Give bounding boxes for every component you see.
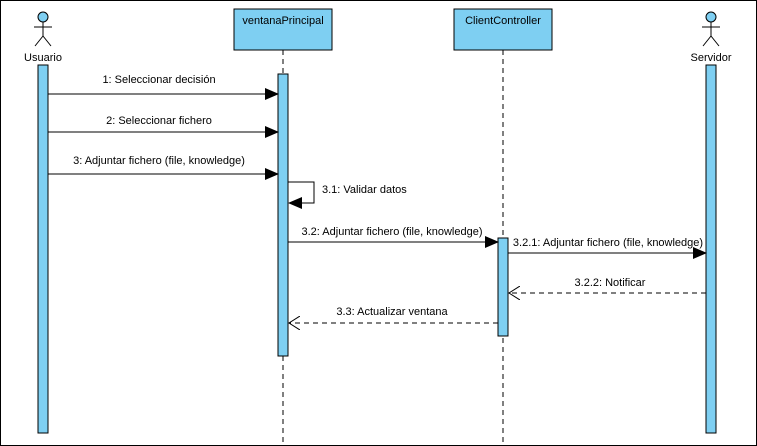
message-label: 3.2.2: Notificar (575, 277, 646, 289)
message-label: 1: Seleccionar decisión (102, 74, 215, 86)
activation-bar-ventana-principal (277, 73, 289, 357)
object-ventana-principal: ventanaPrincipal (233, 8, 333, 51)
message-3-2-2: 3.2.2: Notificar (509, 277, 706, 293)
activation-bar-servidor (705, 64, 717, 434)
message-label: 3.2: Adjuntar fichero (file, knowledge) (302, 226, 483, 238)
message-3-1: 3.1: Validar datos (288, 181, 407, 209)
stick-figure-icon (34, 11, 52, 47)
object-label-client-controller: ClientController (465, 15, 541, 27)
message-3-2-1: 3.2.1: Adjuntar fichero (file, knowledge… (508, 237, 707, 259)
message-3-2: 3.2: Adjuntar fichero (file, knowledge) (288, 226, 499, 248)
message-label: 3.1: Validar datos (322, 184, 407, 196)
message-1: 1: Seleccionar decisión (48, 74, 279, 100)
message-label: 2: Seleccionar fichero (106, 115, 212, 127)
message-label: 3.2.1: Adjuntar fichero (file, knowledge… (513, 237, 703, 249)
actor-label-servidor: Servidor (691, 52, 732, 64)
message-3: 3: Adjuntar fichero (file, knowledge) (48, 155, 279, 180)
actor-servidor: Servidor (691, 11, 732, 64)
message-3-3: 3.3: Actualizar ventana (289, 306, 498, 323)
object-label-ventana-principal: ventanaPrincipal (242, 15, 323, 27)
activation-bar-client-controller (497, 237, 509, 337)
message-label: 3.3: Actualizar ventana (336, 306, 448, 318)
object-client-controller: ClientController (453, 8, 553, 51)
stick-figure-icon (702, 11, 720, 47)
activation-bar-usuario (37, 64, 49, 434)
message-2: 2: Seleccionar fichero (48, 115, 279, 138)
self-message-arrow (288, 181, 315, 209)
actor-usuario: Usuario (24, 11, 62, 64)
message-label: 3: Adjuntar fichero (file, knowledge) (73, 155, 245, 167)
actor-label-usuario: Usuario (24, 52, 62, 64)
